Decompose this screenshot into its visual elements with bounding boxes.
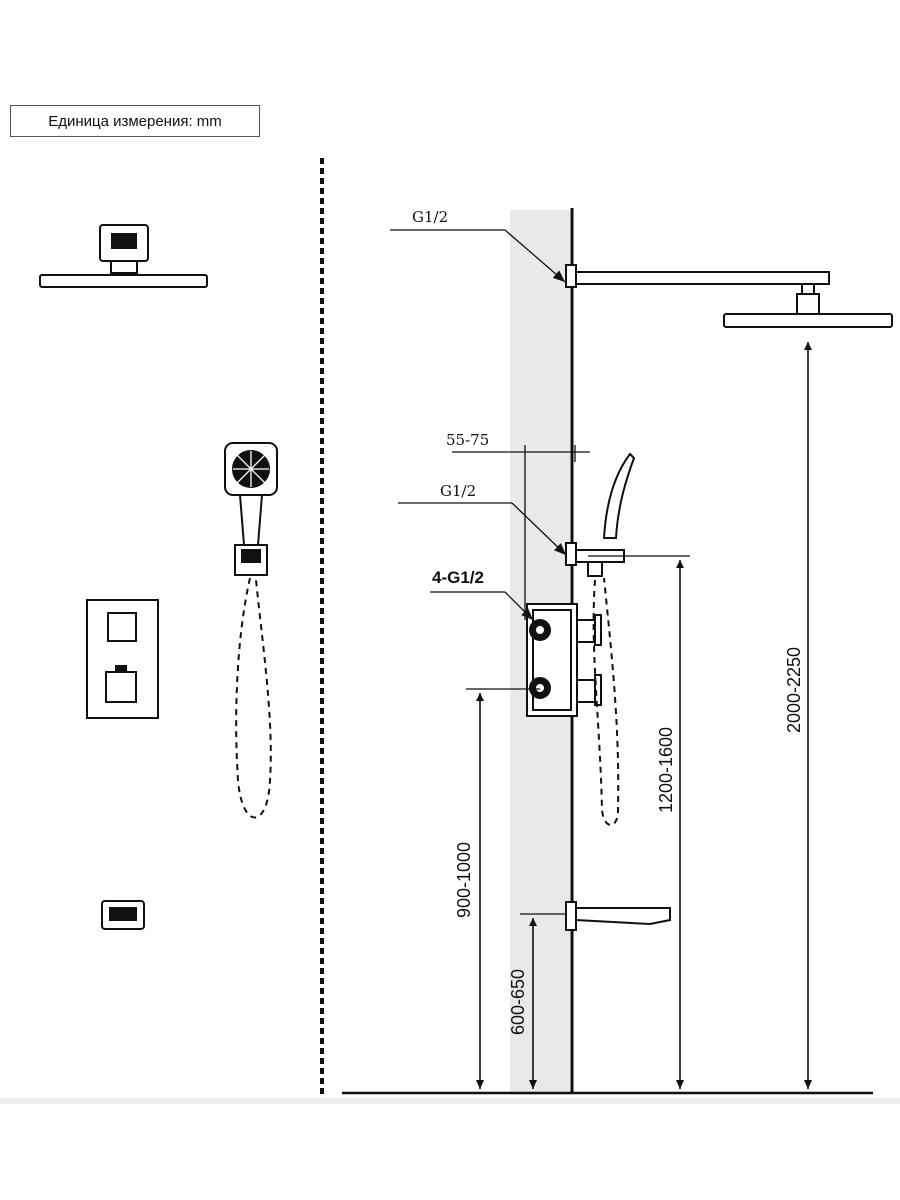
hand-shower-front [224,442,278,819]
units-legend: Единица измерения: mm [10,105,260,137]
mixer-inlets-label: 4-G1/2 [432,568,484,587]
concealed-mixer-side [526,603,602,717]
overhead-shower-side [565,264,893,328]
overhead-shower-front [39,224,208,288]
thermostatic-panel-front [86,599,159,719]
floor-shadow [0,1098,900,1104]
spout-height-label: 600-650 [508,969,528,1035]
handshower-inlet-label: G1/2 [440,482,476,500]
extension-lines [390,229,690,915]
top-inlet-label: G1/2 [412,208,448,226]
mixer-height-label: 900-1000 [454,842,474,918]
hand-shower-side [565,452,636,826]
spout-front [101,900,145,930]
handshower-height-label: 1200-1600 [656,727,676,813]
spout-side [565,901,671,931]
wall-depth-label: 55-75 [446,431,489,449]
dimension-arrows [476,342,812,1089]
overhead-height-label: 2000-2250 [784,647,804,733]
